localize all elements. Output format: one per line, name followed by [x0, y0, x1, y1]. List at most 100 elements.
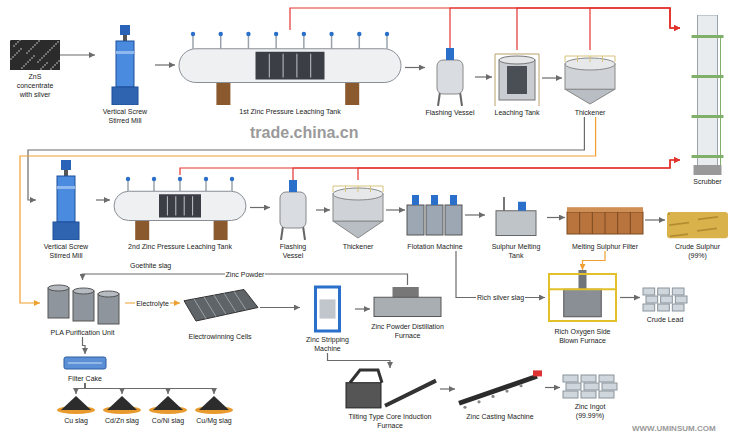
flow-connector [355, 308, 370, 309]
stream-label: Goethite slag [130, 262, 171, 269]
illustration-part [329, 32, 333, 36]
flow-connector [542, 77, 562, 78]
illustration-part [214, 219, 228, 241]
illustration-part [566, 383, 581, 390]
illustration-part [116, 51, 134, 54]
illustration-part [51, 47, 53, 49]
illustration-part [438, 92, 440, 106]
equipment-node: Filter Cake [60, 354, 110, 383]
illustration-part [716, 216, 718, 218]
equipment-label: Cu/Mg slag [193, 416, 235, 425]
illustration-part [630, 212, 631, 234]
zingot-illustration [560, 370, 620, 400]
illustration-part [230, 177, 234, 181]
equipment-node: Cu slag [55, 394, 97, 425]
illustration-part [692, 115, 724, 118]
illustration-part [48, 285, 69, 291]
illustration-part [194, 299, 206, 319]
illustration-part [658, 304, 670, 311]
illustration-part [219, 32, 223, 36]
illustration-part [687, 222, 689, 224]
illustration-part [519, 384, 522, 387]
illustration-part [714, 216, 716, 218]
illustration-part [505, 389, 508, 392]
illustration-part [669, 224, 671, 226]
heap-illustration [665, 205, 730, 240]
illustration-part [46, 62, 48, 64]
illustration-part [120, 25, 130, 35]
stream-label: Zinc Powder [225, 270, 266, 279]
illustration-part [281, 226, 283, 240]
illustration-part [705, 229, 707, 231]
illustration-part [45, 53, 47, 55]
equipment-label: Melting Sulphur Filter [565, 242, 645, 251]
equipment-node: Zinc Stripping Machine [300, 285, 355, 353]
flow-connector [440, 388, 455, 389]
illustration-part [581, 375, 596, 382]
illustration-part [579, 270, 587, 289]
illustration-part [565, 89, 615, 104]
illustration-part [567, 207, 643, 212]
illustration-part [518, 202, 526, 211]
flow-connector [583, 251, 606, 270]
illustration-part [107, 396, 137, 410]
equipment-label: ZnS concentrate with silver [10, 72, 60, 99]
hvessel-illustration [110, 175, 250, 240]
flow-connector [517, 8, 680, 50]
illustration-part [37, 61, 39, 63]
illustration-part [248, 35, 250, 49]
illustration-part [54, 64, 56, 66]
equipment-node: Thickener [562, 50, 618, 117]
equipment-node: Electrowinning Cells [180, 285, 260, 341]
cone-illustration [101, 394, 143, 414]
illustration-part [112, 87, 138, 105]
illustration-part [192, 196, 193, 215]
equipment-label: Filter Cake [60, 374, 110, 383]
equipment-node: Sulphur Melting Tank [485, 195, 547, 260]
illustration-part [61, 160, 71, 170]
equipment-label: Zinc Casting Machine [455, 412, 545, 421]
illustration-part [204, 297, 216, 317]
illustration-part [47, 51, 49, 53]
equipment-node: 2nd Zinc Pressure Leaching Tank [110, 175, 250, 251]
illustration-part [675, 223, 677, 225]
illustration-part [697, 230, 699, 232]
illustration-part [42, 66, 44, 68]
mill-illustration [95, 25, 155, 105]
illustration-part [73, 288, 94, 294]
illustration-part [584, 383, 599, 390]
illustration-part [68, 363, 102, 364]
illustration-part [32, 46, 34, 48]
illustration-part [712, 217, 714, 219]
illustration-part [17, 41, 19, 43]
illustration-part [565, 56, 566, 62]
illustration-part [437, 60, 463, 94]
flow-connector [290, 8, 680, 30]
illustration-part [40, 68, 42, 70]
illustration-part [672, 288, 684, 295]
illustration-part [123, 35, 127, 41]
illustration-part [426, 205, 443, 235]
illustration-part [667, 212, 728, 238]
illustration-part [701, 229, 703, 231]
induct-illustration [340, 368, 440, 410]
illustration-part [661, 296, 673, 303]
illustration-part [681, 223, 683, 225]
equipment-node: 1st Zinc Pressure Leaching Tank [175, 30, 405, 116]
illustration-part [10, 40, 11, 41]
illustration-part [38, 40, 40, 42]
illustration-part [289, 180, 297, 192]
illustration-part [31, 57, 33, 59]
illustration-part [296, 54, 297, 78]
illustration-part [39, 59, 41, 61]
illustration-part [704, 218, 706, 220]
illustration-part [692, 75, 724, 78]
illustration-part [16, 52, 18, 54]
illustration-part [220, 35, 222, 49]
illustration-part [686, 233, 688, 235]
illustration-part [114, 191, 246, 220]
illustration-part [10, 58, 12, 60]
illustration-part [459, 376, 537, 403]
illustration-part [175, 196, 176, 215]
